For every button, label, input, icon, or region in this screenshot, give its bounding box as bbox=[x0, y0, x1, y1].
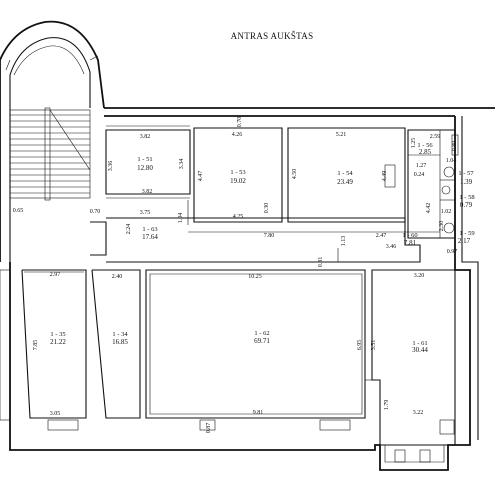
dimension-label: 3.36 bbox=[108, 161, 114, 172]
dimension-label: 1.27 bbox=[416, 163, 427, 169]
dimension-label: 0.97 bbox=[447, 249, 458, 255]
dimension-label: 2.47 bbox=[376, 233, 387, 239]
dimension-label: 2.24 bbox=[126, 224, 132, 235]
room-area: 2.17 bbox=[458, 237, 471, 245]
room-label-1-57: 1 - 57 1.39 bbox=[458, 170, 474, 186]
room-area: 1.39 bbox=[460, 178, 473, 186]
plan-title: ANTRAS AUKŠTAS bbox=[231, 31, 314, 41]
room-id: 1 - 54 bbox=[337, 170, 353, 177]
dimension-label: 7.85 bbox=[33, 340, 39, 351]
dimension-label: 3.34 bbox=[179, 159, 185, 170]
dimension-label: 2.59 bbox=[430, 134, 441, 140]
room-id: 1 - 61 bbox=[412, 340, 427, 347]
room-area: 69.71 bbox=[254, 337, 270, 345]
dimension-label: 1.13 bbox=[341, 236, 347, 247]
room-id: 1 - 63 bbox=[142, 226, 157, 233]
outer-walls bbox=[9, 107, 495, 471]
dimension-label: 4.49 bbox=[382, 171, 388, 182]
dimension-label: 2.30 bbox=[439, 221, 445, 232]
dimension-label: 10.25 bbox=[248, 274, 262, 280]
room-label-1-34: 1 - 34 16.85 bbox=[112, 331, 128, 346]
room-label-1-53: 1 - 53 19.02 bbox=[230, 169, 246, 185]
dimension-label: 6.95 bbox=[357, 340, 363, 351]
dimension-label: 4.47 bbox=[198, 171, 204, 182]
room-label-1-61: 1 - 61 30.44 bbox=[412, 340, 428, 354]
room-1-61 bbox=[365, 269, 456, 446]
room-id: 1 - 53 bbox=[230, 169, 245, 176]
dimension-label: 0.30 bbox=[264, 203, 270, 214]
room-label-1-63: 1 - 63 17.64 bbox=[142, 226, 158, 241]
dimension-label: 0.70 bbox=[90, 209, 101, 215]
dimension-label: 3.20 bbox=[414, 273, 425, 279]
room-area: 16.85 bbox=[112, 338, 128, 346]
room-area: 17.64 bbox=[142, 233, 158, 241]
room-id: 1 - 51 bbox=[137, 156, 152, 163]
room-id: 1 - 60 bbox=[402, 232, 417, 239]
bottom-windows bbox=[0, 269, 455, 435]
dimension-label: 1.25 bbox=[411, 138, 417, 149]
room-label-1-62: 1 - 62 69.71 bbox=[254, 330, 270, 345]
dimension-label: 4.50 bbox=[292, 169, 298, 180]
dimension-label: 0.81 bbox=[318, 257, 324, 268]
room-label-1-54: 1 - 54 23.49 bbox=[337, 170, 353, 186]
room-1-62 bbox=[145, 269, 366, 419]
room-label-1-35: 1 - 35 21.22 bbox=[50, 331, 66, 346]
room-area: 0.79 bbox=[460, 201, 473, 209]
room-id: 1 - 57 bbox=[458, 170, 474, 177]
room-area: 21.22 bbox=[50, 338, 66, 346]
dimension-label: 0.87 bbox=[206, 423, 212, 434]
room-1-34 bbox=[91, 269, 141, 419]
dimension-label: 2.40 bbox=[112, 274, 123, 280]
dimension-label: 5.21 bbox=[336, 132, 347, 138]
dimension-label: 7.80 bbox=[264, 233, 275, 239]
small-rooms-east bbox=[407, 129, 459, 239]
dimension-label: 4.26 bbox=[232, 132, 243, 138]
dimension-label: 4.25 bbox=[233, 214, 244, 220]
dimension-label: 3.22 bbox=[413, 410, 424, 416]
room-id: 1 - 62 bbox=[254, 330, 269, 337]
room-1-35 bbox=[21, 269, 87, 419]
dimension-label: 9.81 bbox=[253, 410, 264, 416]
dimension-label: 1.79 bbox=[384, 400, 390, 411]
room-id: 1 - 56 bbox=[417, 142, 433, 149]
dimension-label: 0.65 bbox=[13, 208, 24, 214]
dimension-label: 0.80 bbox=[452, 141, 458, 152]
dimension-label: 4.42 bbox=[426, 203, 432, 214]
dimension-labels: 3.82 3.36 3.34 3.82 4.26 0.70 4.47 0.30 … bbox=[13, 117, 458, 434]
dimension-label: 0.70 bbox=[237, 117, 243, 128]
dimension-label: 1.04 bbox=[446, 158, 457, 164]
room-label-1-59: 1 - 59 2.17 bbox=[458, 230, 475, 245]
room-1-53 bbox=[193, 127, 283, 223]
room-area: 19.02 bbox=[230, 177, 246, 185]
room-1-51 bbox=[105, 125, 191, 199]
dimension-label: 2.97 bbox=[50, 272, 61, 278]
room-id: 1 - 58 bbox=[459, 194, 474, 201]
dimension-label: 0.24 bbox=[414, 172, 425, 178]
room-label-1-60: 1 - 60 7.81 bbox=[402, 232, 417, 247]
room-label-1-58: 1 - 58 0.79 bbox=[459, 194, 474, 209]
dimension-label: 3.82 bbox=[142, 189, 153, 195]
dimension-label: 3.75 bbox=[140, 210, 151, 216]
dimension-label: 3.51 bbox=[371, 340, 377, 351]
room-area: 12.80 bbox=[137, 164, 153, 172]
room-id: 1 - 35 bbox=[50, 331, 65, 338]
room-label-1-51: 1 - 51 12.80 bbox=[137, 156, 153, 172]
dimension-label: 3.05 bbox=[50, 411, 61, 417]
room-label-1-56: 1 - 56 2.85 bbox=[417, 142, 433, 156]
corridor bbox=[90, 200, 440, 263]
dimension-label: 1.04 bbox=[178, 213, 184, 224]
stair-tower bbox=[0, 20, 105, 262]
room-area: 23.49 bbox=[337, 178, 353, 186]
dimension-label: 3.82 bbox=[140, 134, 151, 140]
room-area: 30.44 bbox=[412, 346, 428, 354]
room-area: 2.85 bbox=[419, 148, 432, 156]
room-area: 7.81 bbox=[404, 239, 417, 247]
dimension-label: 3.46 bbox=[386, 244, 397, 250]
room-id: 1 - 59 bbox=[459, 230, 474, 237]
room-id: 1 - 34 bbox=[112, 331, 128, 338]
dimension-label: 1.02 bbox=[441, 209, 452, 215]
